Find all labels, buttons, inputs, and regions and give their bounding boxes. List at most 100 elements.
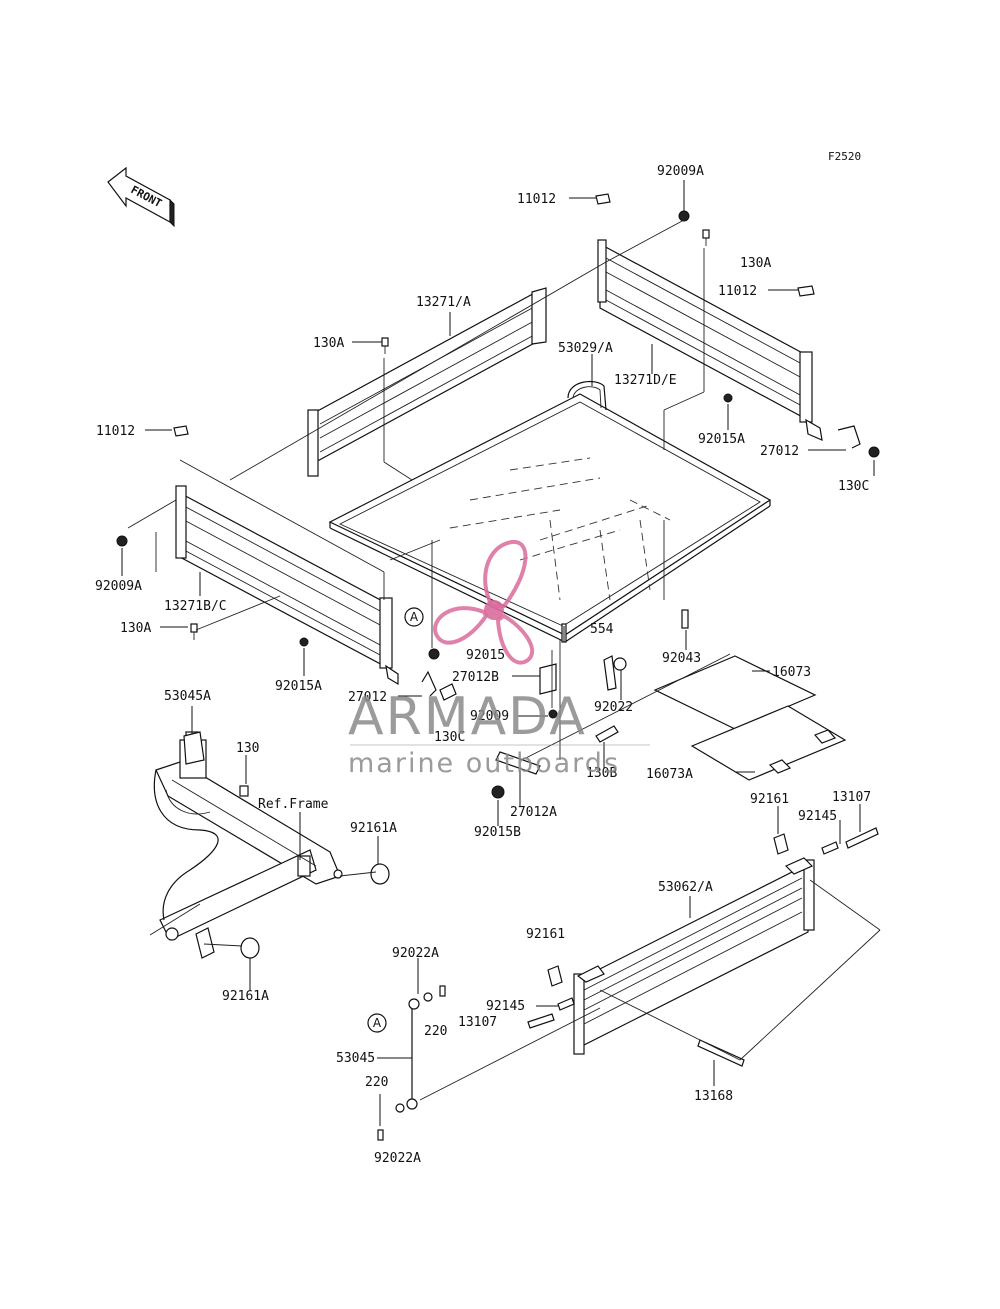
- label-16073a: 16073A: [646, 767, 693, 782]
- latch-27012-right: [837, 425, 861, 449]
- pin-92022: [603, 655, 617, 691]
- label-13271-a: 13271/A: [416, 295, 471, 310]
- label-92022a-lower: 92022A: [374, 1151, 421, 1166]
- label-220-upper: 220: [424, 1024, 447, 1039]
- label-92022: 92022: [594, 700, 633, 715]
- label-92009a-top: 92009A: [657, 164, 704, 179]
- label-92145-mid: 92145: [486, 999, 525, 1014]
- watermark: ARMADA marine outboards: [348, 539, 650, 779]
- label-13271d-e: 13271D/E: [614, 373, 677, 388]
- bolt-130a-right: [702, 229, 710, 246]
- label-92015: 92015: [466, 648, 505, 663]
- label-554: 554: [590, 622, 614, 637]
- cap-11012-right: [797, 285, 815, 297]
- label-27012-left: 27012: [348, 690, 387, 705]
- label-11012-left: 11012: [96, 424, 135, 439]
- cap-11012-left: [173, 425, 189, 437]
- label-130: 130: [236, 741, 259, 756]
- pin-13107-right: [845, 827, 879, 849]
- nut-92009: [548, 709, 558, 719]
- left-side-panel: [175, 485, 399, 686]
- label-92043: 92043: [662, 651, 701, 666]
- label-53029-a: 53029/A: [558, 341, 613, 356]
- front-arrow-icon: FRONT: [107, 166, 175, 228]
- tailgate: [573, 857, 815, 1055]
- watermark-brand: ARMADA: [348, 687, 587, 747]
- nut-92015: [428, 648, 440, 660]
- label-92022a-upper: 92022A: [392, 946, 439, 961]
- label-53045a: 53045A: [164, 689, 211, 704]
- label-92161a-upper: 92161A: [350, 821, 397, 836]
- figure-reference: F2520: [828, 150, 861, 163]
- label-27012-right: 27012: [760, 444, 799, 459]
- label-130a-left: 130A: [120, 621, 151, 636]
- svg-text:A: A: [373, 1016, 382, 1030]
- label-27012b: 27012B: [452, 670, 499, 685]
- label-130a-right: 130A: [740, 256, 771, 271]
- bracket-27012a: [495, 751, 541, 775]
- label-130a-mid: 130A: [313, 336, 344, 351]
- floor-mats: [653, 655, 847, 781]
- label-53045: 53045: [336, 1051, 375, 1066]
- watermark-tagline: marine outboards: [348, 748, 620, 779]
- bolt-130c-mid: [439, 683, 457, 701]
- label-27012a: 27012A: [510, 805, 557, 820]
- bracket-53045: [377, 985, 446, 1141]
- bolt-130b: [595, 725, 619, 743]
- pin-13107-mid: [527, 1013, 555, 1029]
- bumper-92161-right: [773, 833, 789, 855]
- nut-92015b: [491, 785, 505, 799]
- bolt-130a-left: [190, 623, 198, 640]
- label-16073: 16073: [772, 665, 811, 680]
- label-220-lower: 220: [365, 1075, 388, 1090]
- label-92145-right: 92145: [798, 809, 837, 824]
- label-11012-right: 11012: [718, 284, 757, 299]
- label-92015b: 92015B: [474, 825, 521, 840]
- label-92015a-right: 92015A: [698, 432, 745, 447]
- label-53062-a: 53062/A: [658, 880, 713, 895]
- label-13107-mid: 13107: [458, 1015, 497, 1030]
- label-130b: 130B: [586, 766, 617, 781]
- label-92009a-left: 92009A: [95, 579, 142, 594]
- label-92015a-left: 92015A: [275, 679, 322, 694]
- label-13168: 13168: [694, 1089, 733, 1104]
- nut-92009a-left: [116, 535, 128, 547]
- nut-92015a-right: [723, 393, 733, 403]
- cap-11012-top: [595, 193, 611, 205]
- bumper-92161-mid: [547, 965, 563, 987]
- label-130c-right: 130C: [838, 479, 869, 494]
- cap-92161a-upper: [370, 863, 390, 885]
- label-92009: 92009: [470, 709, 509, 724]
- cargo-bed-floor: [328, 380, 772, 643]
- bolt-130a-mid: [381, 337, 389, 354]
- propeller-logo-icon: [433, 539, 535, 665]
- pin-92043: [681, 609, 689, 629]
- label-92161-mid: 92161: [526, 927, 565, 942]
- part-labels: 11012 92009A 130A 11012 13271/A 130A 530…: [95, 164, 871, 1166]
- spring-92145-right: [821, 841, 839, 855]
- nut-92009a-top: [678, 210, 690, 222]
- label-13107-right: 13107: [832, 790, 871, 805]
- nut-130c-right: [868, 446, 880, 458]
- spring-92145-mid: [557, 997, 575, 1011]
- label-11012-top: 11012: [517, 192, 556, 207]
- nut-92015a-left: [299, 637, 309, 647]
- rod-13168: [697, 1039, 745, 1067]
- hinge-53045a: [183, 731, 205, 765]
- label-92161-right: 92161: [750, 792, 789, 807]
- callout-a-lower: A: [367, 1013, 387, 1033]
- right-side-panel: [597, 239, 823, 441]
- label-92161a-lower: 92161A: [222, 989, 269, 1004]
- leader-lines: [121, 180, 881, 1126]
- frame-reference: [153, 731, 343, 959]
- washer-92022: [613, 657, 627, 671]
- latch-27012-left: [421, 670, 437, 697]
- label-130c-mid: 130C: [434, 730, 465, 745]
- label-13271b-c: 13271B/C: [164, 599, 227, 614]
- bolt-130: [239, 785, 249, 797]
- cap-92161a-lower: [240, 937, 260, 959]
- svg-text:A: A: [410, 610, 419, 624]
- label-ref-frame: Ref.Frame: [258, 797, 329, 812]
- callout-a-upper: A: [404, 607, 424, 627]
